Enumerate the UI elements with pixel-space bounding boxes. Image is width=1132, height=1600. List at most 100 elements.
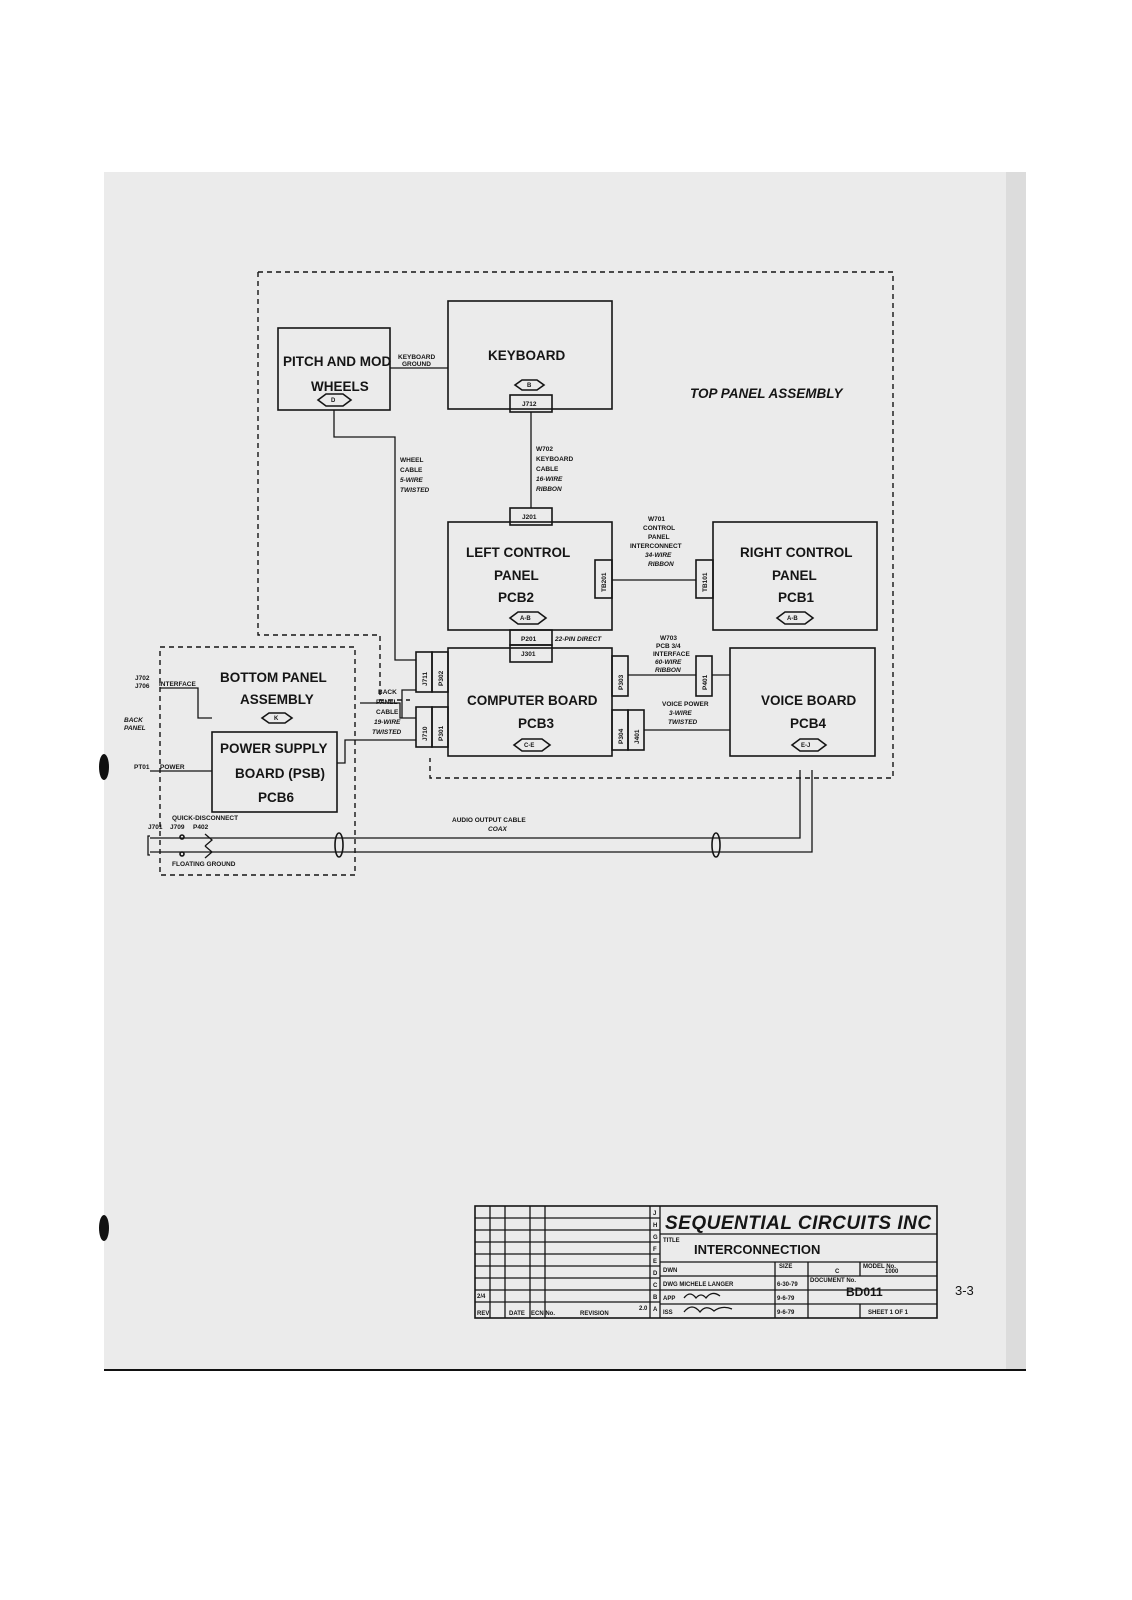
page-number: 3-3 (955, 1283, 974, 1298)
left-control-panel-block: LEFT CONTROL PANEL PCB2 A-B J201 TB201 (447, 507, 613, 631)
svg-text:DWG MICHELE LANGER: DWG MICHELE LANGER (663, 1282, 734, 1288)
svg-text:D: D (653, 1271, 658, 1277)
svg-text:RIBBON: RIBBON (648, 561, 674, 568)
svg-text:SIZE: SIZE (779, 1264, 792, 1270)
svg-text:VOICE POWER: VOICE POWER (662, 701, 709, 708)
voice-board-block: VOICE BOARD PCB4 E-J P401 (695, 647, 876, 757)
voice-tag-icon (790, 738, 828, 752)
svg-text:REV: REV (477, 1311, 489, 1317)
right-control-panel-block: RIGHT CONTROL PANEL PCB1 A-B TB101 (695, 521, 878, 631)
svg-text:PCB6: PCB6 (258, 790, 295, 805)
svg-text:B: B (653, 1295, 658, 1301)
svg-text:9-6-79: 9-6-79 (777, 1296, 795, 1302)
svg-text:34-WIRE: 34-WIRE (645, 552, 672, 559)
svg-text:COAX: COAX (488, 826, 507, 833)
coax-shield-icon (334, 832, 344, 858)
svg-text:J702: J702 (135, 675, 150, 682)
svg-text:PANEL: PANEL (494, 568, 539, 583)
svg-text:POWER: POWER (160, 764, 185, 771)
svg-text:J301: J301 (521, 651, 536, 658)
svg-text:J701: J701 (148, 824, 163, 831)
svg-text:2.0: 2.0 (639, 1306, 648, 1312)
p302-connector (431, 651, 449, 693)
computer-tag-icon (512, 738, 552, 752)
paper-right-shadow (1006, 172, 1026, 1370)
svg-text:J709: J709 (170, 824, 185, 831)
keyboard-ground-wire: KEYBOARD GROUND (390, 354, 448, 369)
svg-text:FLOATING GROUND: FLOATING GROUND (172, 861, 236, 868)
svg-text:QUICK-DISCONNECT: QUICK-DISCONNECT (172, 815, 238, 822)
svg-text:6-30-79: 6-30-79 (777, 1282, 798, 1288)
svg-text:CONTROL: CONTROL (643, 525, 675, 532)
svg-text:BOTTOM PANEL: BOTTOM PANEL (220, 670, 327, 685)
svg-text:C: C (653, 1283, 658, 1289)
svg-text:PT01: PT01 (134, 764, 150, 771)
svg-text:VOICE BOARD: VOICE BOARD (761, 693, 857, 708)
svg-text:P401: P401 (702, 674, 709, 690)
left-panel-tag-icon (508, 611, 548, 625)
title-block: J H G F E D C B A 2.0 2/4 DATE ECN No. R… (474, 1205, 938, 1319)
j201-connector (509, 507, 553, 526)
back-panel-cable: BACK PANEL CABLE 19-WIRE TWISTED (337, 689, 416, 764)
svg-text:C-E: C-E (524, 743, 534, 749)
w702-keyboard-cable: W702 KEYBOARD CABLE 16-WIRE RIBBON (530, 412, 574, 508)
svg-text:19-WIRE: 19-WIRE (374, 719, 401, 726)
svg-text:PANEL: PANEL (124, 725, 146, 732)
svg-text:PITCH AND MOD: PITCH AND MOD (283, 354, 391, 369)
wheel-cable: WHEEL CABLE 5-WIRE TWISTED (333, 410, 430, 661)
svg-text:A-B: A-B (787, 616, 798, 622)
w703-interface-cable: W703 PCB 3/4 INTERFACE 60-WIRE RIBBON (628, 635, 696, 676)
svg-text:16-WIRE: 16-WIRE (536, 476, 563, 483)
p401-connector (695, 655, 713, 697)
top-panel-assembly-boundary: TOP PANEL ASSEMBLY (257, 271, 894, 779)
svg-text:D: D (331, 398, 336, 404)
bottom-panel-tag-icon (260, 712, 294, 724)
svg-text:DOCUMENT No.: DOCUMENT No. (810, 1278, 856, 1284)
coax-shield-icon (711, 832, 721, 858)
pitch-mod-tag-icon (316, 393, 353, 407)
svg-text:J711: J711 (422, 672, 429, 686)
p301-connector (431, 706, 449, 748)
svg-text:BACK: BACK (378, 689, 397, 696)
svg-text:P402: P402 (193, 824, 209, 831)
svg-text:POWER SUPPLY: POWER SUPPLY (220, 741, 328, 756)
svg-text:WHEELS: WHEELS (311, 379, 369, 394)
svg-text:H: H (653, 1223, 657, 1229)
svg-text:P201: P201 (521, 636, 537, 643)
svg-text:ASSEMBLY: ASSEMBLY (240, 692, 314, 707)
keyboard-block: KEYBOARD B J712 (447, 300, 613, 413)
svg-text:PCB4: PCB4 (790, 716, 827, 731)
document-number: BD011 (846, 1285, 883, 1299)
audio-output-cable: AUDIO OUTPUT CABLE COAX (150, 770, 813, 858)
svg-text:ECN No.: ECN No. (531, 1311, 555, 1317)
svg-text:COMPUTER BOARD: COMPUTER BOARD (467, 693, 598, 708)
svg-text:J: J (653, 1211, 656, 1217)
approval-signature (683, 1292, 721, 1300)
svg-text:TB201: TB201 (601, 572, 608, 592)
svg-text:BOARD (PSB): BOARD (PSB) (235, 766, 325, 781)
svg-text:PANEL: PANEL (648, 534, 670, 541)
tb101-connector (695, 559, 714, 599)
svg-text:PCB1: PCB1 (778, 590, 815, 605)
binder-hole-bottom (99, 1215, 109, 1241)
svg-text:A: A (653, 1307, 658, 1313)
svg-text:B: B (527, 383, 532, 389)
svg-text:PANEL: PANEL (772, 568, 817, 583)
svg-text:K: K (274, 716, 279, 722)
svg-text:BACK: BACK (124, 717, 144, 724)
svg-text:TB101: TB101 (702, 572, 709, 592)
svg-text:PCB2: PCB2 (498, 590, 534, 605)
back-panel-connectors: J702 J706 INTERFACE BACK PANEL PT01 POWE… (124, 675, 238, 868)
svg-text:J201: J201 (522, 514, 537, 521)
svg-text:A-B: A-B (520, 616, 531, 622)
svg-text:F: F (653, 1247, 657, 1253)
svg-text:TITLE: TITLE (663, 1238, 680, 1244)
svg-text:KEYBOARD: KEYBOARD (536, 456, 574, 463)
svg-text:DWN: DWN (663, 1268, 677, 1274)
svg-text:1000: 1000 (885, 1269, 899, 1275)
top-panel-assembly-label: TOP PANEL ASSEMBLY (690, 386, 845, 401)
keyboard-tag-icon (513, 379, 546, 391)
issue-signature (683, 1306, 733, 1314)
tb201-connector (594, 559, 613, 599)
